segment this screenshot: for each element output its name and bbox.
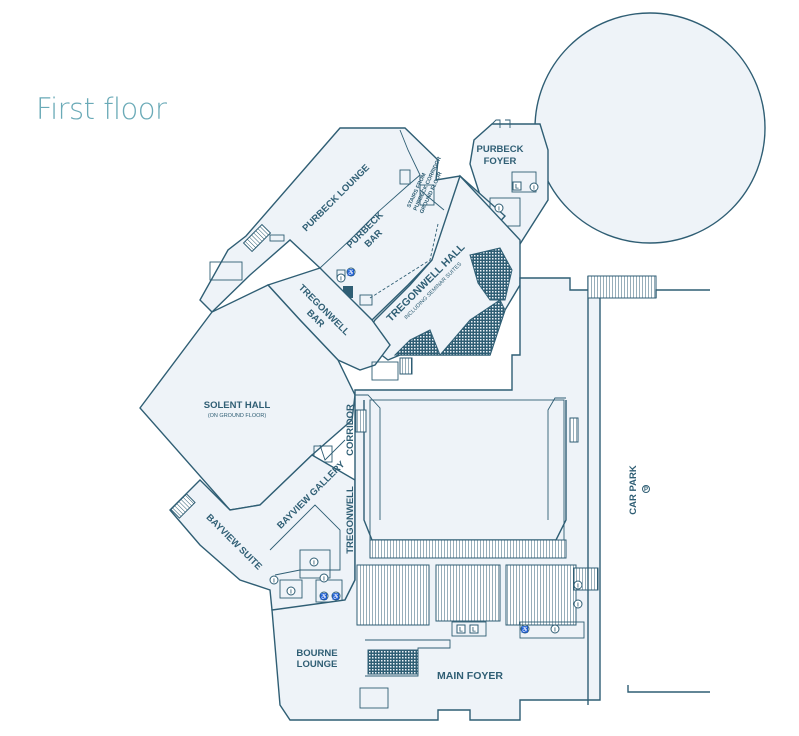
label-corridor: CORRIDOR bbox=[345, 404, 356, 456]
stairs-car-park bbox=[587, 275, 657, 299]
facility-icons: i L i i ♿ i i i i ♿ ♿ L L ♿ i i i P bbox=[269, 181, 650, 634]
accessible-icon: ♿ bbox=[346, 267, 356, 277]
label-main-foyer: MAIN FOYER bbox=[437, 670, 503, 682]
stairs-purbeck-lounge bbox=[242, 223, 272, 253]
svg-text:L: L bbox=[459, 628, 463, 634]
svg-text:L: L bbox=[515, 185, 519, 191]
lift-icon: L bbox=[512, 181, 522, 191]
svg-text:P: P bbox=[644, 487, 648, 493]
info-icon: i bbox=[573, 580, 583, 590]
accessible-icon: ♿ bbox=[319, 591, 329, 601]
label-car-park: CAR PARK bbox=[628, 465, 639, 515]
svg-text:♿: ♿ bbox=[347, 269, 355, 277]
dark-lift-block bbox=[343, 286, 353, 298]
stairs-main-foyer bbox=[367, 649, 419, 675]
info-icon: i bbox=[319, 573, 329, 583]
info-icon: i bbox=[286, 586, 296, 596]
info-icon: i bbox=[550, 624, 560, 634]
svg-text:i: i bbox=[340, 277, 342, 283]
info-icon: i bbox=[494, 203, 504, 213]
svg-text:i: i bbox=[577, 584, 579, 590]
circular-hall bbox=[534, 12, 766, 244]
bayview-area bbox=[169, 454, 356, 613]
car-park-area bbox=[587, 275, 710, 705]
info-icon: i bbox=[573, 599, 583, 609]
info-icon: i bbox=[309, 557, 319, 567]
label-solent-hall-sub: (ON GROUND FLOOR) bbox=[208, 413, 267, 419]
svg-text:♿: ♿ bbox=[332, 593, 340, 601]
svg-text:♿: ♿ bbox=[320, 593, 328, 601]
svg-text:♿: ♿ bbox=[521, 626, 529, 634]
central-arena bbox=[271, 277, 601, 721]
svg-text:L: L bbox=[472, 628, 476, 634]
svg-text:i: i bbox=[498, 207, 500, 213]
stairs-bayview bbox=[170, 493, 196, 519]
info-icon: i bbox=[269, 575, 279, 585]
svg-text:i: i bbox=[313, 561, 315, 567]
accessible-icon: ♿ bbox=[520, 624, 530, 634]
svg-text:i: i bbox=[533, 186, 535, 192]
info-icon: i bbox=[529, 182, 539, 192]
tregonwell-hall-area bbox=[361, 174, 521, 361]
lift-icon: L bbox=[456, 624, 466, 634]
svg-text:i: i bbox=[554, 628, 556, 634]
svg-text:i: i bbox=[273, 579, 275, 585]
stairs-tregonwell bbox=[399, 357, 413, 375]
svg-text:i: i bbox=[290, 590, 292, 596]
label-solent-hall: SOLENT HALL bbox=[204, 400, 271, 411]
label-tregonwell-vertical: TREGONWELL bbox=[345, 486, 356, 554]
lift-icon: L bbox=[469, 624, 479, 634]
car-park-icon: P bbox=[642, 485, 650, 493]
svg-text:i: i bbox=[577, 603, 579, 609]
info-icon: i bbox=[336, 273, 346, 283]
page-title: First floor bbox=[36, 92, 167, 126]
svg-text:i: i bbox=[323, 577, 325, 583]
accessible-icon: ♿ bbox=[331, 591, 341, 601]
